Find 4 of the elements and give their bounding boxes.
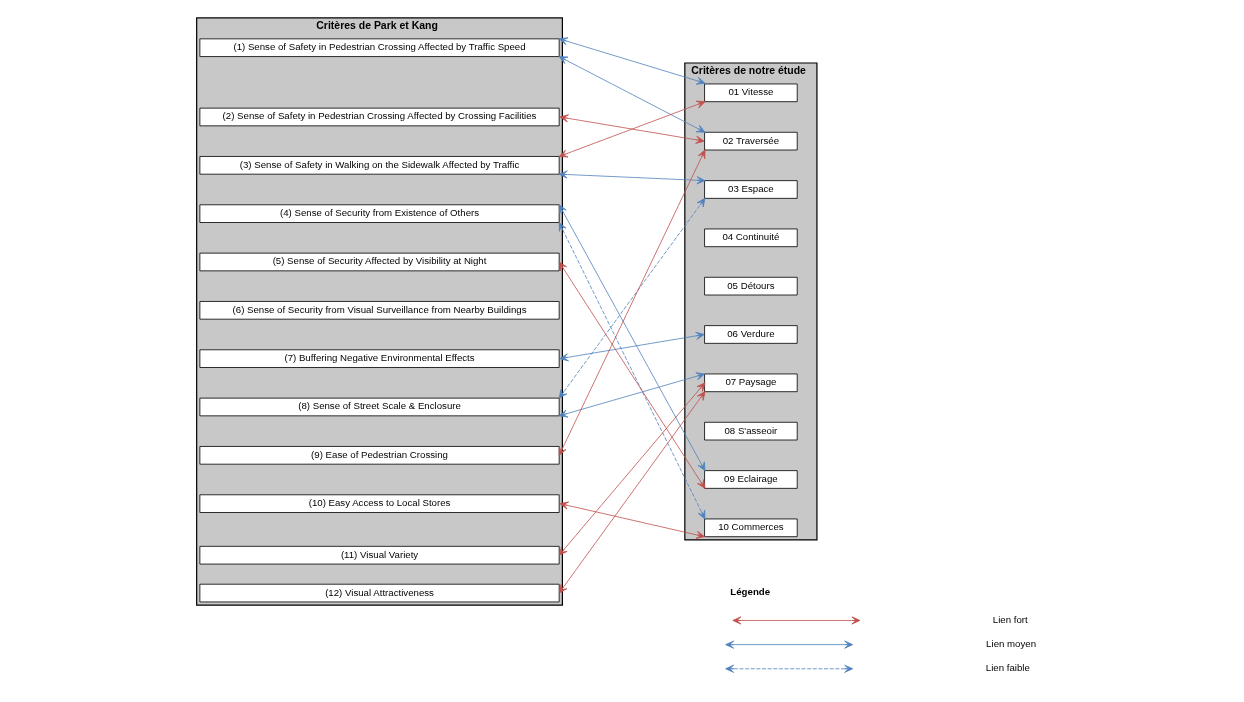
legend-label: Lien fort: [992, 613, 1028, 625]
legend-label: Lien moyen: [986, 638, 1037, 650]
label: Légende: [730, 585, 771, 597]
legend-label: Lien faible: [985, 662, 1030, 674]
